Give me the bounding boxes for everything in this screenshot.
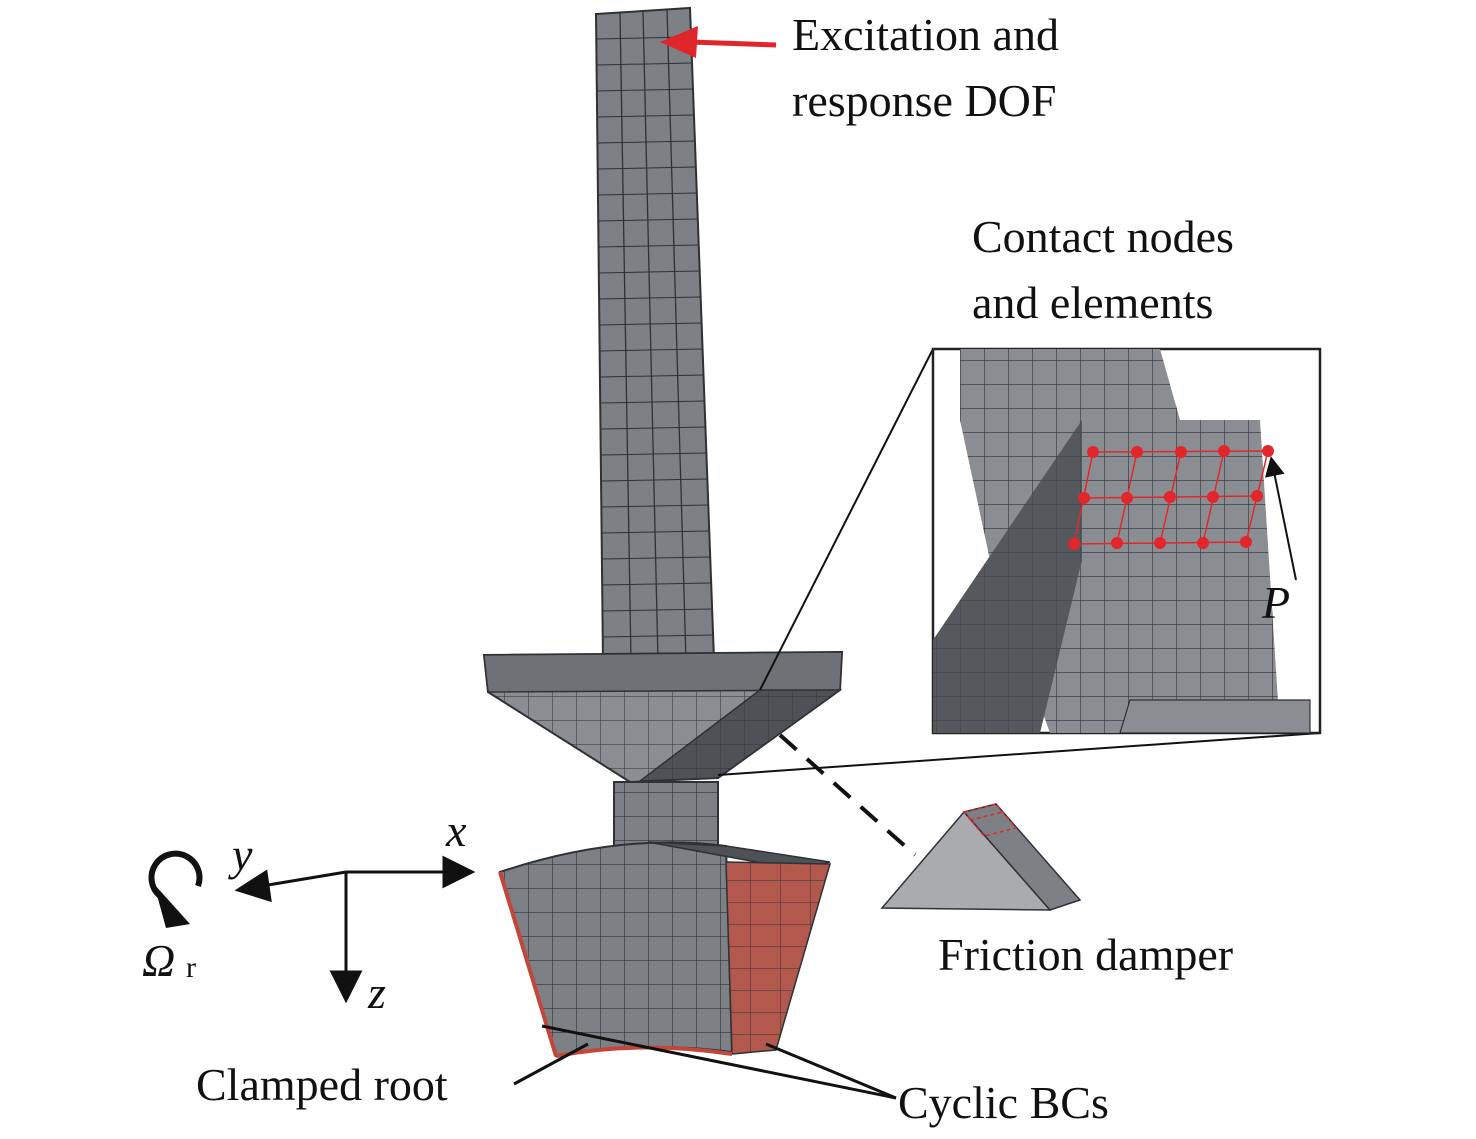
clamped-root-leader xyxy=(513,1042,589,1086)
airfoil-face xyxy=(594,6,716,664)
contact-nodes xyxy=(1068,445,1274,550)
friction-damper-label: Friction damper xyxy=(938,929,1234,980)
airfoil-mesh-row xyxy=(597,114,694,118)
excitation-label-line1: Excitation and xyxy=(792,9,1059,60)
omega-label: Ω xyxy=(142,935,176,986)
root-leader-lines xyxy=(513,1024,897,1100)
cyclic-boundary-left xyxy=(498,871,558,1057)
contact-inset xyxy=(931,347,1322,735)
platform-top xyxy=(483,651,843,693)
y-axis xyxy=(261,870,347,888)
clamped-root-label: Clamped root xyxy=(196,1059,448,1110)
airfoil-mesh-row xyxy=(600,452,707,456)
blade-platform xyxy=(482,650,844,784)
z-axis-label: z xyxy=(368,967,386,1018)
root-front-mesh xyxy=(500,842,732,1056)
coordinate-axes xyxy=(234,855,476,1004)
cyclic-bc-leader-left xyxy=(541,1024,897,1100)
contact-label-line2: and elements xyxy=(972,277,1214,328)
friction-damper xyxy=(778,733,1082,911)
y-axis-label: y xyxy=(232,829,253,880)
excitation-arrow xyxy=(660,26,777,58)
inset-platform-dark-mesh xyxy=(933,420,1082,733)
airfoil-mesh-row xyxy=(599,348,703,352)
omega-subscript-label: r xyxy=(186,951,196,984)
airfoil-mesh-row xyxy=(597,166,696,170)
airfoil-mesh-row xyxy=(602,608,713,612)
airfoil-mesh-row xyxy=(596,62,692,66)
rotation-arrow-icon xyxy=(148,850,203,928)
z-axis-arrowhead xyxy=(329,970,363,1004)
x-axis-label: x xyxy=(446,805,467,856)
airfoil-mesh-row xyxy=(602,634,714,638)
airfoil-mesh-row xyxy=(597,140,695,144)
airfoil-mesh-row xyxy=(600,426,706,430)
damper-dashed-link xyxy=(778,733,917,857)
airfoil-mesh-row xyxy=(601,556,711,560)
airfoil-mesh-row xyxy=(599,374,704,378)
airfoil-mesh-row xyxy=(601,530,710,534)
x-axis-arrowhead xyxy=(442,855,476,889)
airfoil-mesh-rows xyxy=(596,36,714,638)
cyclic-bc-leader-right xyxy=(765,1042,897,1100)
cyclic-bcs-label: Cyclic BCs xyxy=(898,1077,1109,1128)
airfoil-mesh-row xyxy=(598,218,698,222)
airfoil-mesh-row xyxy=(596,88,693,92)
airfoil-mesh-row xyxy=(600,400,705,404)
airfoil-mesh-row xyxy=(601,504,709,508)
shank-mesh xyxy=(614,782,718,852)
point-p-label: P xyxy=(1262,577,1291,628)
root-cyclic-mesh xyxy=(726,862,830,1054)
airfoil-mesh-row xyxy=(599,322,702,326)
contact-surface-mesh xyxy=(640,690,840,781)
inset-lower-ledge xyxy=(1119,699,1311,733)
blade-root xyxy=(498,841,831,1058)
airfoil-mesh-row xyxy=(601,478,708,482)
blade-airfoil xyxy=(594,6,716,664)
y-axis-arrowhead xyxy=(234,869,272,903)
damper-contact-patch xyxy=(962,803,1018,837)
excitation-label-line2: response DOF xyxy=(792,75,1057,126)
airfoil-mesh-row xyxy=(599,296,701,300)
airfoil-mesh xyxy=(619,9,687,662)
airfoil-mesh-row xyxy=(598,244,699,248)
airfoil-mesh-row xyxy=(602,582,712,586)
point-p-arrow xyxy=(1264,456,1297,581)
contact-label-line1: Contact nodes xyxy=(972,211,1234,262)
airfoil-mesh-row xyxy=(597,192,697,196)
airfoil-mesh-row xyxy=(598,270,700,274)
